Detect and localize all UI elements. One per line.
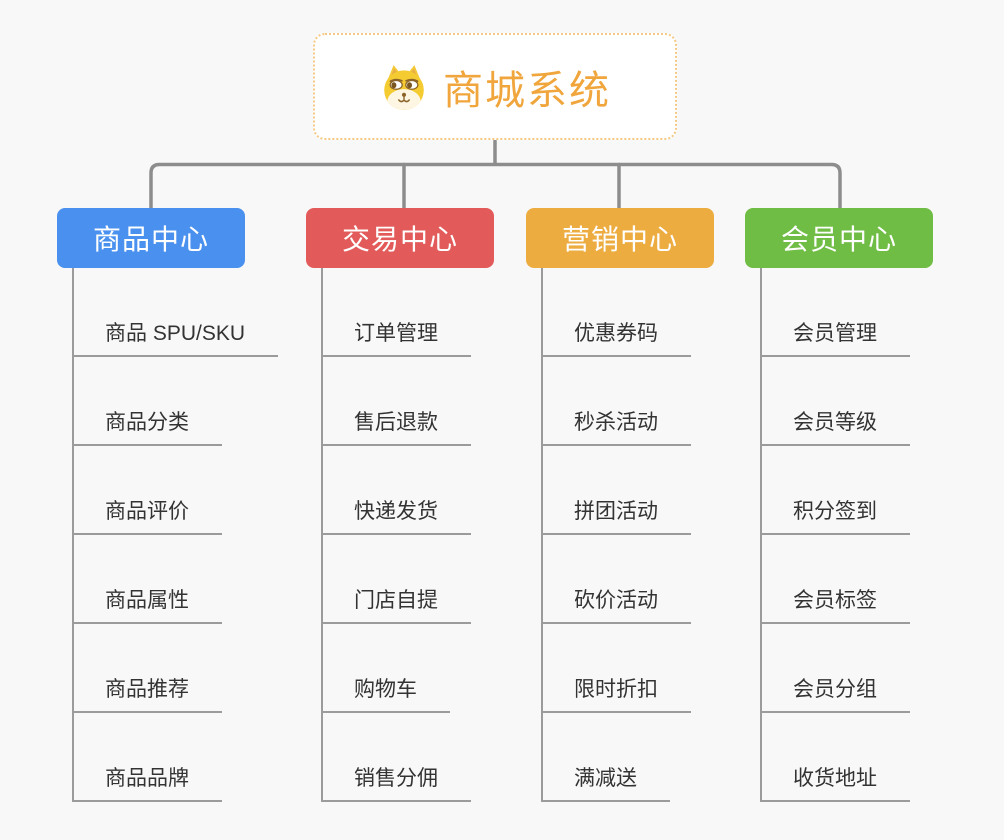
leaf-node[interactable]: 订单管理 (321, 321, 471, 357)
leaf-node[interactable]: 秒杀活动 (541, 410, 691, 446)
dog-face-icon (384, 64, 424, 110)
branch-header-product[interactable]: 商品中心 (57, 208, 245, 268)
leaf-node[interactable]: 商品 SPU/SKU (72, 321, 279, 357)
branch-header-marketing[interactable]: 营销中心 (526, 208, 714, 268)
leaf-node[interactable]: 商品推荐 (72, 677, 222, 713)
leaf-node[interactable]: 商品分类 (72, 410, 222, 446)
branch-children-marketing: 优惠券码 秒杀活动 拼团活动 砍价活动 限时折扣 满减送 (526, 268, 714, 802)
branch-trade: 交易中心 订单管理 售后退款 快递发货 门店自提 购物车 销售分佣 (306, 208, 494, 802)
leaf-node[interactable]: 积分签到 (760, 499, 910, 535)
leaf-node[interactable]: 售后退款 (321, 410, 471, 446)
branch-header-member[interactable]: 会员中心 (745, 208, 933, 268)
leaf-node[interactable]: 商品评价 (72, 499, 222, 535)
leaf-node[interactable]: 会员等级 (760, 410, 910, 446)
leaf-node[interactable]: 会员管理 (760, 321, 910, 357)
root-title: 商城系统 (443, 68, 611, 113)
leaf-node[interactable]: 销售分佣 (321, 766, 471, 802)
branch-children-trade: 订单管理 售后退款 快递发货 门店自提 购物车 销售分佣 (306, 268, 494, 802)
leaf-node[interactable]: 商品属性 (72, 588, 222, 624)
branch-children-member: 会员管理 会员等级 积分签到 会员标签 会员分组 收货地址 (745, 268, 933, 802)
branch-header-trade[interactable]: 交易中心 (306, 208, 494, 268)
leaf-node[interactable]: 门店自提 (321, 588, 471, 624)
branch-marketing: 营销中心 优惠券码 秒杀活动 拼团活动 砍价活动 限时折扣 满减送 (526, 208, 714, 802)
leaf-node[interactable]: 收货地址 (760, 766, 910, 802)
leaf-node[interactable]: 商品品牌 (72, 766, 222, 802)
branch-children-product: 商品 SPU/SKU 商品分类 商品评价 商品属性 商品推荐 商品品牌 (57, 268, 279, 802)
root-node[interactable]: 商城系统 (313, 33, 677, 140)
leaf-node[interactable]: 会员分组 (760, 677, 910, 713)
leaf-node[interactable]: 满减送 (541, 766, 670, 802)
leaf-node[interactable]: 限时折扣 (541, 677, 691, 713)
leaf-node[interactable]: 砍价活动 (541, 588, 691, 624)
leaf-node[interactable]: 购物车 (321, 677, 450, 713)
leaf-node[interactable]: 拼团活动 (541, 499, 691, 535)
leaf-node[interactable]: 会员标签 (760, 588, 910, 624)
leaf-node[interactable]: 快递发货 (321, 499, 471, 535)
branch-product: 商品中心 商品 SPU/SKU 商品分类 商品评价 商品属性 商品推荐 商品品牌 (57, 208, 279, 802)
branch-member: 会员中心 会员管理 会员等级 积分签到 会员标签 会员分组 收货地址 (745, 208, 933, 802)
leaf-node[interactable]: 优惠券码 (541, 321, 691, 357)
